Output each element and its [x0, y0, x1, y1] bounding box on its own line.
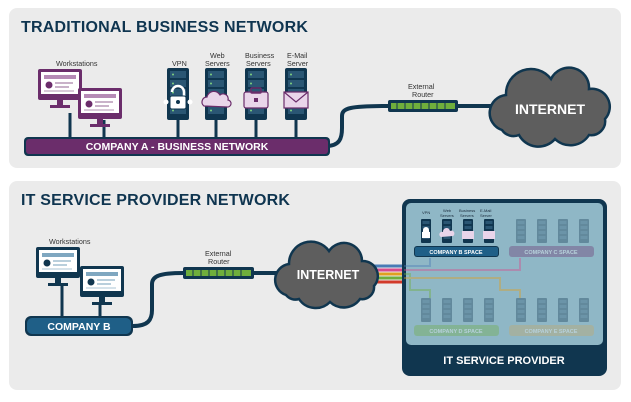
mini-vpn-label: VPN	[422, 210, 430, 215]
company-d-space-label: COMPANY D SPACE	[429, 329, 483, 335]
internet-label-top: INTERNET	[515, 101, 585, 117]
company-b-space: VPN Web Servers Business Servers E-Mail …	[414, 208, 499, 257]
internet-label-bottom: INTERNET	[297, 268, 360, 282]
external-router-label-b1: External	[205, 249, 232, 258]
business-servers-label-1: Business	[245, 51, 275, 60]
mini-email-label-2: Server	[480, 213, 492, 218]
email-server-label-2: Server	[287, 59, 309, 68]
mini-envelope-icon	[483, 231, 495, 239]
web-servers: Web Servers	[201, 51, 232, 120]
company-a-network-label: COMPANY A - BUSINESS NETWORK	[86, 141, 269, 153]
company-e-space: COMPANY E SPACE	[509, 298, 594, 336]
company-b-monitor-1	[36, 247, 80, 286]
company-b-to-router-link	[132, 271, 184, 328]
workstations-label-b: Workstations	[49, 237, 91, 246]
mini-web-label-1: Web	[443, 208, 452, 213]
company-e-space-label: COMPANY E SPACE	[525, 329, 578, 335]
business-servers: Business Servers	[243, 51, 275, 120]
web-servers-label-2: Servers	[205, 59, 230, 68]
mini-cloud-icon	[439, 227, 455, 237]
lock-icon	[163, 84, 193, 110]
it-service-provider-box: IT SERVICE PROVIDER	[402, 199, 607, 376]
traditional-network-heading: TRADITIONAL BUSINESS NETWORK	[21, 19, 309, 36]
cloud-icon	[201, 90, 232, 108]
email-server: E-Mail Server	[283, 51, 309, 120]
network-to-router-link	[325, 104, 389, 148]
external-router-top	[388, 100, 458, 112]
internet-cloud-top: INTERNET	[488, 66, 612, 148]
mini-biz-label-1: Business	[459, 208, 475, 213]
company-b-space-label: COMPANY B SPACE	[429, 250, 483, 256]
company-b-bar: COMPANY B	[25, 316, 133, 336]
company-b-label: COMPANY B	[47, 321, 111, 333]
mini-web-label-2: Servers	[440, 213, 454, 218]
workstations-label: Workstations	[56, 59, 98, 68]
external-router-label-b2: Router	[208, 257, 230, 266]
company-c-space: COMPANY C SPACE	[509, 219, 594, 257]
envelope-icon	[283, 91, 309, 109]
email-server-label-1: E-Mail	[287, 51, 308, 60]
business-servers-label-2: Servers	[246, 59, 271, 68]
mini-biz-label-2: Servers	[460, 213, 474, 218]
mini-briefcase-icon	[462, 231, 474, 239]
briefcase-icon	[243, 87, 269, 109]
provider-internal-links	[404, 258, 521, 298]
vpn-server: VPN	[163, 59, 193, 120]
workstation-monitor-2	[78, 88, 122, 127]
it-service-provider-label: IT SERVICE PROVIDER	[443, 355, 564, 367]
web-servers-label-1: Web	[210, 51, 225, 60]
company-a-network-bar: COMPANY A - BUSINESS NETWORK	[24, 137, 330, 156]
company-c-space-label: COMPANY C SPACE	[524, 250, 578, 256]
mini-email-label-1: E-Mail	[480, 208, 491, 213]
company-b-monitor-2	[80, 266, 124, 305]
company-d-space: COMPANY D SPACE	[414, 298, 499, 336]
external-router-bottom	[183, 267, 254, 279]
internet-cloud-bottom: INTERNET	[273, 240, 380, 310]
it-provider-heading: IT SERVICE PROVIDER NETWORK	[21, 192, 291, 209]
external-router-label-2: Router	[412, 90, 434, 99]
vpn-server-label: VPN	[172, 59, 187, 68]
mini-lock-icon	[422, 227, 430, 238]
workstation-monitor-1	[38, 69, 82, 108]
external-router-label-1: External	[408, 82, 435, 91]
